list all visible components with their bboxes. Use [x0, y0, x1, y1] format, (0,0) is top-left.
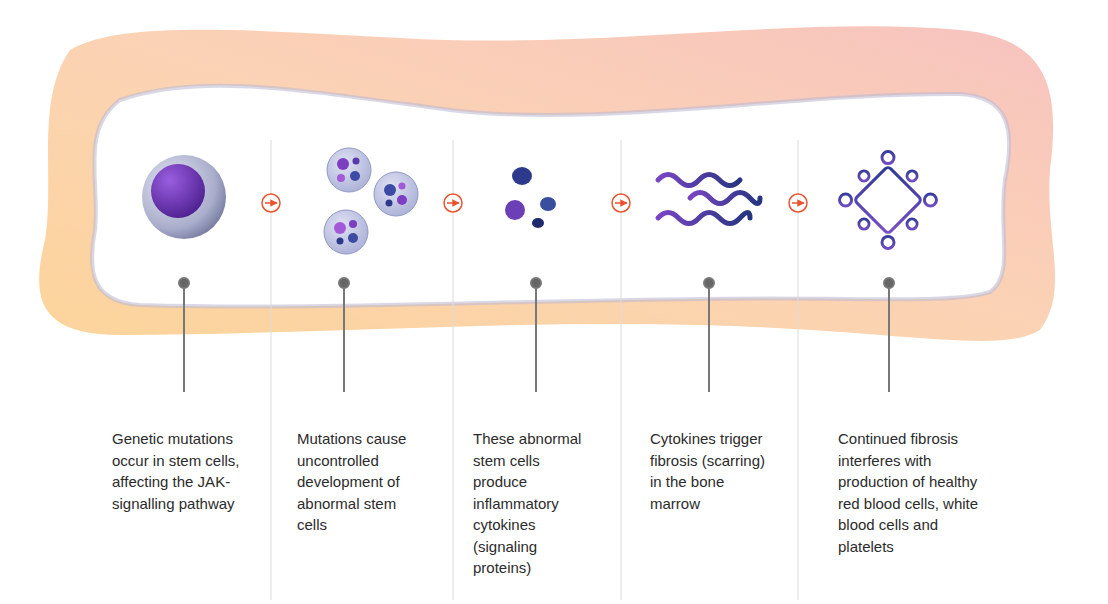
flow-arrow: [265, 202, 277, 204]
step-description: These abnormal stem cells produce inflam…: [473, 428, 587, 579]
process-step: These abnormal stem cells produce inflam…: [462, 150, 612, 570]
process-step: Cytokines trigger fibrosis (scarring) in…: [630, 150, 789, 570]
process-step: Genetic mutations occur in stem cells, a…: [110, 150, 262, 570]
flow-arrow: [447, 202, 459, 204]
column-separators: [271, 140, 798, 600]
step-description: Mutations cause uncontrolled development…: [297, 428, 427, 536]
abnormal-cells: [324, 148, 418, 254]
leader-lines: [179, 278, 894, 392]
step-description: Continued fibrosis interferes with produ…: [838, 428, 983, 557]
step-description: Genetic mutations occur in stem cells, a…: [112, 428, 260, 514]
flow-arrow: [615, 202, 627, 204]
fibrosis-strands: [658, 175, 760, 224]
step-description: Cytokines trigger fibrosis (scarring) in…: [650, 428, 772, 514]
flow-arrow: [792, 202, 804, 204]
process-step: Continued fibrosis interferes with produ…: [807, 150, 1007, 570]
bone-outline: [39, 26, 1055, 341]
fibrosis-knot: [833, 145, 943, 255]
process-step: Mutations cause uncontrolled development…: [280, 150, 444, 570]
bone-inner-edge: [92, 86, 1009, 307]
cytokines: [505, 167, 556, 228]
stem-cell: [142, 155, 226, 239]
